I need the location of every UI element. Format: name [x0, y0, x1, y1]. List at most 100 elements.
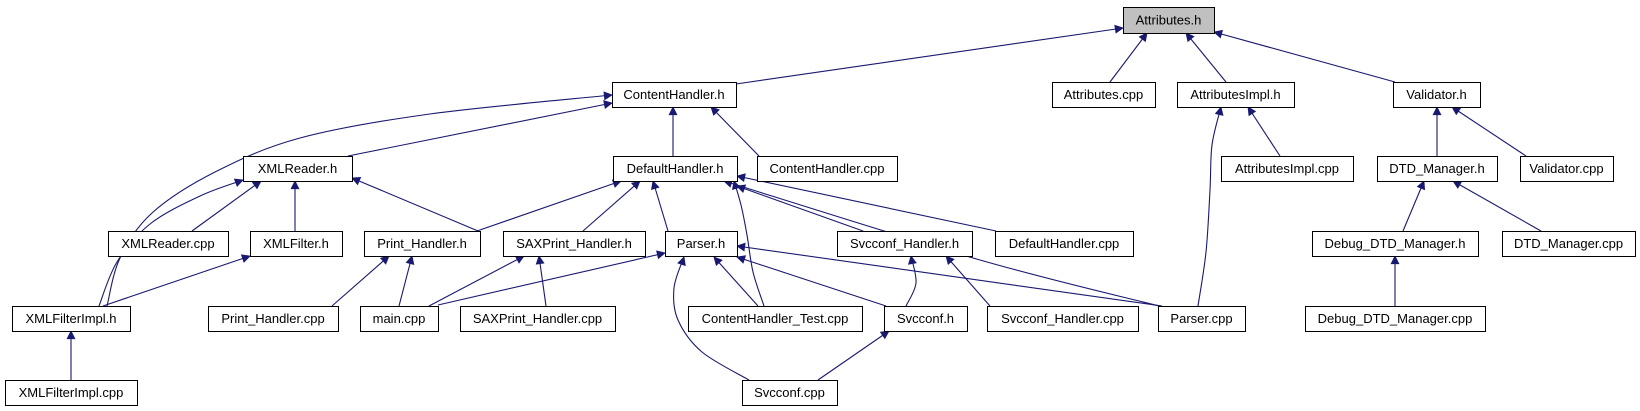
node-xmlfilterimpl-cpp[interactable]: XMLFilterImpl.cpp	[5, 380, 138, 406]
node-box-attributesimpl-h[interactable]	[1177, 82, 1295, 108]
node-defaulthandler-h[interactable]: DefaultHandler.h	[613, 156, 738, 182]
node-dtd-manager-cpp[interactable]: DTD_Manager.cpp	[1502, 231, 1636, 257]
edge-xmlfilterimpl-h-to-xmlfilter-h	[102, 254, 251, 307]
node-parser-cpp[interactable]: Parser.cpp	[1158, 306, 1246, 332]
edge-xmlreader-cpp-to-xmlreader-h	[191, 180, 262, 232]
edge-svcconf-handler-h-to-defaulthandler-h	[736, 184, 864, 232]
node-box-attributes-cpp[interactable]	[1052, 82, 1156, 108]
edge-print-handler-cpp-to-print-handler-h	[331, 255, 390, 307]
node-box-saxprint-handler-h[interactable]	[503, 231, 646, 257]
edge-xmlfilterimpl-h-to-xmlreader-h	[98, 178, 244, 307]
node-attributes-h[interactable]: Attributes.h	[1123, 7, 1215, 34]
node-attributesimpl-h[interactable]: AttributesImpl.h	[1177, 82, 1295, 108]
node-box-svcconf-cpp[interactable]	[742, 380, 838, 406]
node-box-contenthandler-h[interactable]	[612, 82, 737, 108]
node-label-xmlfilterimpl-h: XMLFilterImpl.h	[25, 311, 116, 326]
node-box-svcconf-handler-cpp[interactable]	[987, 306, 1139, 332]
node-box-debug-dtd-manager-h[interactable]	[1312, 231, 1479, 257]
node-label-attributesimpl-h: AttributesImpl.h	[1190, 87, 1280, 102]
edge-contenthandler-test-cpp-to-parser-h	[713, 256, 759, 307]
node-label-xmlreader-h: XMLReader.h	[258, 161, 338, 176]
node-label-defaulthandler-cpp: DefaultHandler.cpp	[1009, 236, 1120, 251]
node-box-debug-dtd-manager-cpp[interactable]	[1305, 306, 1486, 332]
edge-contenthandler-cpp-to-contenthandler-h	[710, 106, 760, 157]
node-dtd-manager-h[interactable]: DTD_Manager.h	[1377, 156, 1498, 182]
edge-xmlreader-h-to-contenthandler-h	[347, 100, 613, 157]
node-box-attributesimpl-cpp[interactable]	[1221, 156, 1354, 182]
node-box-xmlfilter-h[interactable]	[250, 231, 343, 257]
node-attributes-cpp[interactable]: Attributes.cpp	[1052, 82, 1156, 108]
edge-print-handler-h-to-defaulthandler-h	[476, 179, 622, 232]
node-box-attributes-h[interactable]	[1123, 7, 1215, 34]
node-box-validator-cpp[interactable]	[1520, 156, 1614, 182]
node-contenthandler-h[interactable]: ContentHandler.h	[612, 82, 737, 108]
node-label-defaulthandler-h: DefaultHandler.h	[627, 161, 724, 176]
node-parser-h[interactable]: Parser.h	[665, 231, 738, 257]
node-debug-dtd-manager-h[interactable]: Debug_DTD_Manager.h	[1312, 231, 1479, 257]
node-xmlfilter-h[interactable]: XMLFilter.h	[250, 231, 343, 257]
edge-debug-dtd-manager-h-to-dtd-manager-h	[1402, 180, 1426, 232]
node-box-parser-h[interactable]	[665, 231, 738, 257]
edge-svcconf-cpp-to-svcconf-h	[817, 330, 890, 381]
edge-contenthandler-h-to-attributes-h	[735, 24, 1124, 85]
node-label-saxprint-handler-h: SAXPrint_Handler.h	[516, 236, 632, 251]
node-box-defaulthandler-h[interactable]	[613, 156, 738, 182]
node-svcconf-cpp[interactable]: Svcconf.cpp	[742, 380, 838, 406]
node-validator-cpp[interactable]: Validator.cpp	[1520, 156, 1614, 182]
node-saxprint-handler-cpp[interactable]: SAXPrint_Handler.cpp	[460, 306, 616, 332]
node-box-main-cpp[interactable]	[360, 306, 439, 332]
node-debug-dtd-manager-cpp[interactable]: Debug_DTD_Manager.cpp	[1305, 306, 1486, 332]
edge-defaulthandler-cpp-to-defaulthandler-h	[736, 173, 997, 232]
node-xmlreader-cpp[interactable]: XMLReader.cpp	[108, 231, 229, 257]
node-defaulthandler-cpp[interactable]: DefaultHandler.cpp	[995, 231, 1134, 257]
edge-layer	[66, 24, 1542, 381]
node-label-contenthandler-test-cpp: ContentHandler_Test.cpp	[702, 311, 849, 326]
node-box-validator-h[interactable]	[1393, 82, 1481, 108]
node-label-xmlreader-cpp: XMLReader.cpp	[121, 236, 214, 251]
node-box-contenthandler-test-cpp[interactable]	[688, 306, 863, 332]
node-box-xmlfilterimpl-h[interactable]	[12, 306, 131, 332]
node-label-saxprint-handler-cpp: SAXPrint_Handler.cpp	[473, 311, 602, 326]
node-box-dtd-manager-h[interactable]	[1377, 156, 1498, 182]
node-box-xmlreader-h[interactable]	[243, 156, 353, 182]
node-label-contenthandler-cpp: ContentHandler.cpp	[770, 161, 885, 176]
node-svcconf-handler-h[interactable]: Svcconf_Handler.h	[837, 231, 973, 257]
node-xmlfilterimpl-h[interactable]: XMLFilterImpl.h	[12, 306, 131, 332]
node-box-saxprint-handler-cpp[interactable]	[460, 306, 616, 332]
node-attributesimpl-cpp[interactable]: AttributesImpl.cpp	[1221, 156, 1354, 182]
node-box-svcconf-handler-h[interactable]	[837, 231, 973, 257]
node-box-print-handler-cpp[interactable]	[208, 306, 339, 332]
node-box-dtd-manager-cpp[interactable]	[1502, 231, 1636, 257]
node-xmlreader-h[interactable]: XMLReader.h	[243, 156, 353, 182]
node-contenthandler-test-cpp[interactable]: ContentHandler_Test.cpp	[688, 306, 863, 332]
node-box-print-handler-h[interactable]	[364, 231, 481, 257]
node-svcconf-handler-cpp[interactable]: Svcconf_Handler.cpp	[987, 306, 1139, 332]
node-validator-h[interactable]: Validator.h	[1393, 82, 1481, 108]
node-print-handler-h[interactable]: Print_Handler.h	[364, 231, 481, 257]
node-label-dtd-manager-cpp: DTD_Manager.cpp	[1514, 236, 1623, 251]
node-box-defaulthandler-cpp[interactable]	[995, 231, 1134, 257]
node-label-svcconf-h: Svcconf.h	[897, 311, 954, 326]
edge-svcconf-h-to-parser-h	[736, 255, 887, 307]
node-box-parser-cpp[interactable]	[1158, 306, 1246, 332]
node-print-handler-cpp[interactable]: Print_Handler.cpp	[208, 306, 339, 332]
node-box-xmlfilterimpl-cpp[interactable]	[5, 380, 138, 406]
edge-saxprint-handler-h-to-defaulthandler-h	[582, 180, 641, 232]
node-contenthandler-cpp[interactable]: ContentHandler.cpp	[757, 156, 898, 182]
node-label-contenthandler-h: ContentHandler.h	[623, 87, 724, 102]
node-box-svcconf-h[interactable]	[884, 306, 968, 332]
node-main-cpp[interactable]: main.cpp	[360, 306, 439, 332]
node-saxprint-handler-h[interactable]: SAXPrint_Handler.h	[503, 231, 646, 257]
node-label-validator-h: Validator.h	[1406, 87, 1466, 102]
node-label-main-cpp: main.cpp	[373, 311, 426, 326]
node-svcconf-h[interactable]: Svcconf.h	[884, 306, 968, 332]
edge-svcconf-h-to-svcconf-handler-h	[905, 255, 917, 307]
node-box-contenthandler-cpp[interactable]	[757, 156, 898, 182]
node-box-xmlreader-cpp[interactable]	[108, 231, 229, 257]
edge-main-cpp-to-parser-h	[437, 250, 666, 306]
node-label-parser-h: Parser.h	[677, 236, 725, 251]
edge-contenthandler-test-cpp-to-defaulthandler-h	[732, 180, 765, 307]
edge-parser-cpp-to-parser-h	[736, 242, 1163, 307]
